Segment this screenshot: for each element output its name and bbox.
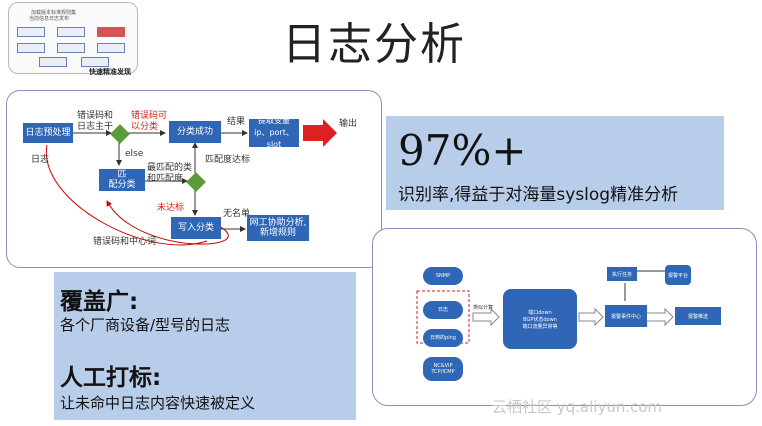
not-reached-label: 未达标 [157,203,185,213]
coverage-heading: 覆盖广: [60,289,139,315]
log-label: 日志 [31,155,50,165]
manual-desc: 让未命中日志内容快速被定义 [60,394,256,412]
output-label: 输出 [339,119,358,129]
extract-vars-box: 提取变量ip、port、slot [249,116,299,149]
match-class-box: 匹 配分类 [99,169,145,191]
best-match-line1: 最匹配的类 [147,163,193,173]
collab-line2: 新增规则 [259,228,296,238]
no-name-label: 无名单 [223,209,251,219]
match-class-line1: 匹 [117,170,127,180]
thumbnail-box [97,27,125,37]
flow-diagram-panel: 日志预处理 日志 错误码和 日志主干 错误码可 以分类 分类成功 结果 提取变量… [6,90,382,268]
err-code-label-line1: 错误码和 [77,111,114,121]
thumbnail-box [97,43,125,53]
thumbnail-box [57,27,85,37]
match-reached-label: 匹配度达标 [205,155,251,165]
flow-connectors [45,119,337,246]
detail-diagram-panel: SNMP 日志 日到的ping NC&VIP TCP/ICMP 类似计算 端口d… [372,228,757,406]
thumbnail-box [81,57,109,67]
err-center-label: 错误码和中心词 [93,237,157,247]
flow-note: 类似计算 [473,305,494,311]
write-class-box: 写入分类 [171,217,221,239]
preprocess-box: 日志预处理 [23,123,73,143]
best-match-line2: 和匹配度 [147,174,184,184]
page-title: 日志分析 [282,19,466,70]
stat-description: 识别率,得益于对海量syslog精准分析 [398,185,679,205]
err-code-label-line2: 日志主干 [77,122,114,132]
snmp-source: SNMP [423,267,463,285]
result-label: 结果 [227,117,246,127]
stat-number: 97%+ [398,126,527,175]
thumbnail-box [17,27,45,37]
classify-ok-box: 分类成功 [169,121,221,143]
red-note-line2: 以分类 [131,122,159,132]
thumbnail-line2: 当前信息日志发布 [29,16,70,22]
thumbnail-caption: 快速精准发现 [89,68,131,76]
processing-center: 端口down BGP状态down 端口流量异常等 [503,289,577,349]
slide-thumbnail[interactable]: 加载版本标准规则集 当前信息日志发布 快速精准发现 [8,2,138,76]
match-class-line2: 配分类 [108,180,136,190]
else-label: else [125,149,144,159]
thumbnail-line1: 加载版本标准规则集 [31,10,77,16]
notify-box: 报警推送 [675,307,721,325]
event-center-box: 报警事件中心 [605,305,647,327]
watermark: 云栖社区 yq.aliyun.com [492,398,663,416]
detail-connectors [416,270,674,344]
thumbnail-box [57,43,85,53]
ping-source: 日到的ping [423,329,463,347]
manual-heading: 人工打标: [60,365,162,391]
red-note-line1: 错误码可 [131,111,168,121]
alarm-platform: 报警平台 [665,265,691,285]
coverage-desc: 各个厂商设备/型号的日志 [60,316,231,334]
thumbnail-box [17,43,45,53]
task-box: 执行任务 [607,267,637,281]
log-source: 日志 [423,301,463,319]
feature-box [54,272,356,420]
thumbnail-box [39,57,67,67]
nc-source: NC&VIP TCP/ICMP [423,357,463,381]
collab-line1: 网工协助分析, [249,218,307,228]
collab-analysis-box: 网工协助分析, 新增规则 [247,215,309,241]
stat-highlight [386,116,724,210]
